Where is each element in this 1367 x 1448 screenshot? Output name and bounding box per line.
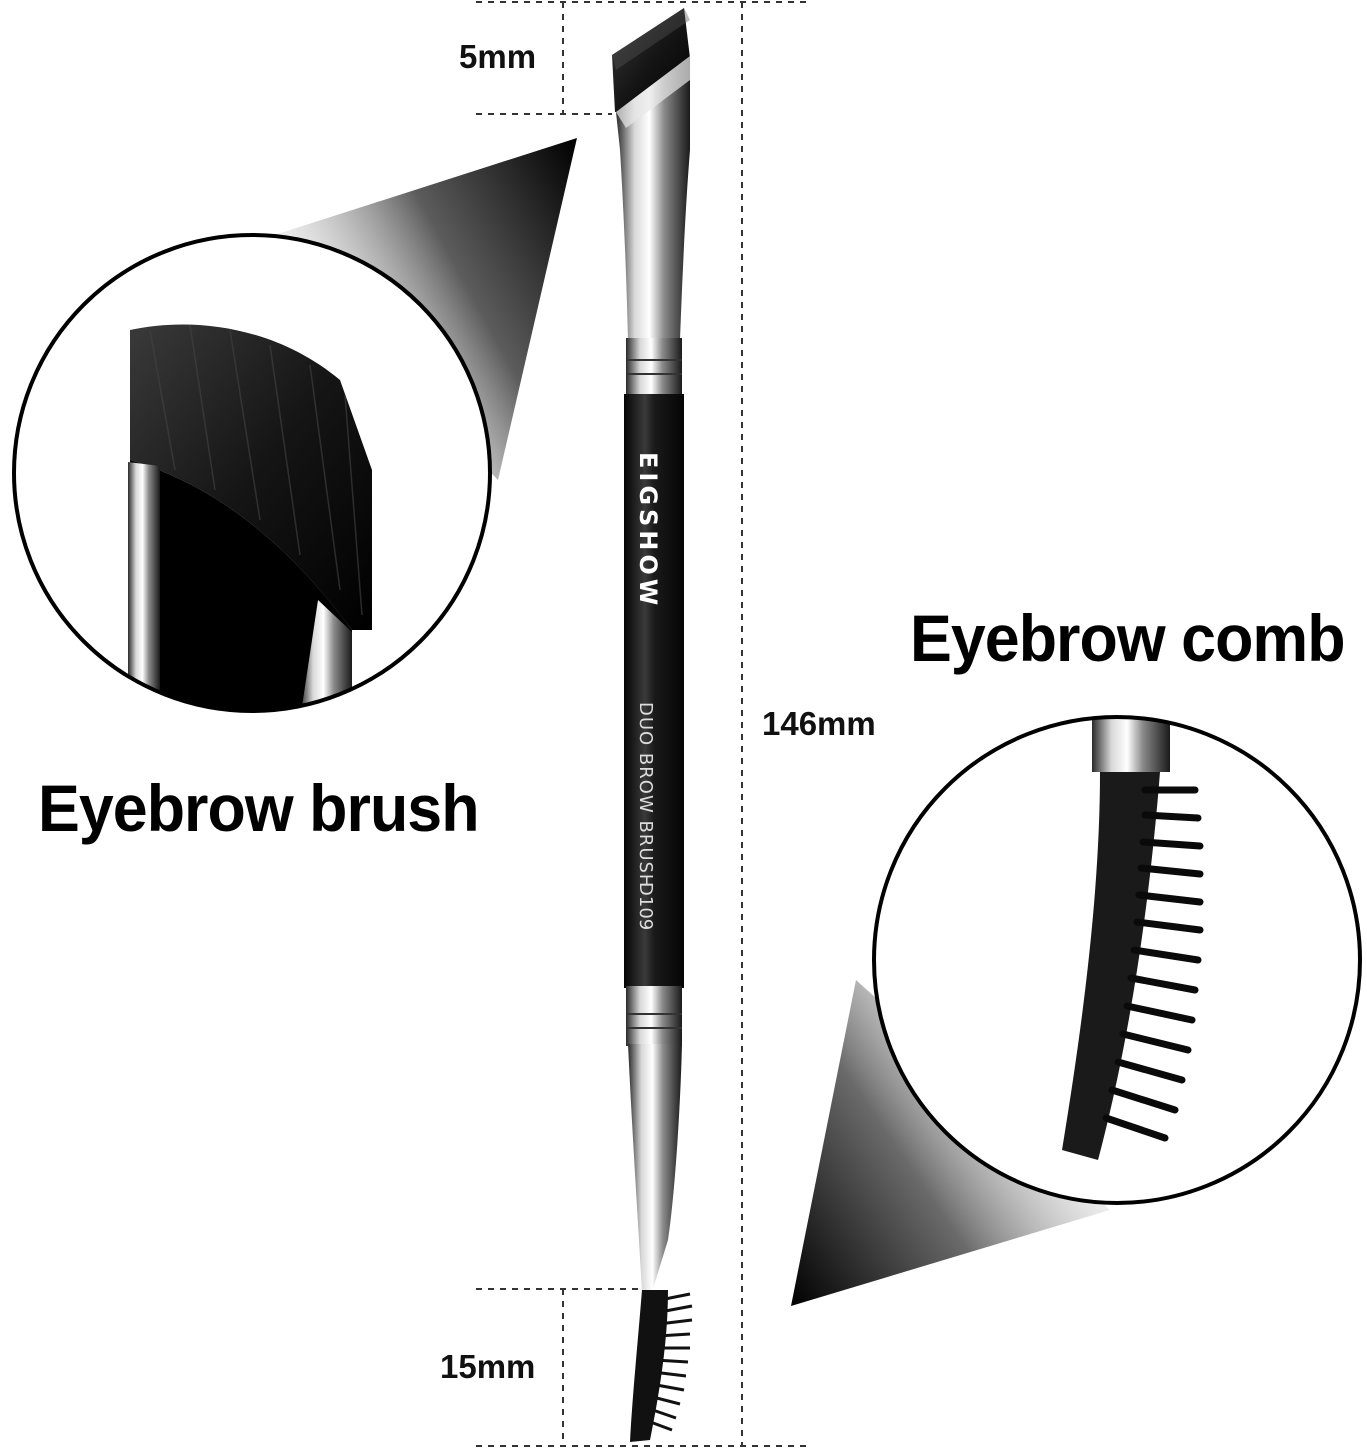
- total-length-label: 146mm: [762, 705, 876, 742]
- eyebrow-brush-label: Eyebrow brush: [38, 771, 480, 845]
- eyebrow-comb-label: Eyebrow comb: [910, 601, 1346, 675]
- ferrule-lower: [628, 1044, 682, 1292]
- tip-length-label: 5mm: [459, 38, 537, 75]
- ferrule-upper: [616, 56, 690, 340]
- handle-model: D109: [635, 882, 656, 930]
- handle-brand: EIGSHOW: [634, 452, 662, 609]
- brush-zoom-circle: [12, 233, 492, 713]
- handle-product: DUO BROW BRUSH: [635, 702, 656, 888]
- zoom-beam-right: [791, 980, 1110, 1306]
- crimp-upper: [626, 338, 682, 396]
- comb-zoom-circle: [872, 715, 1362, 1205]
- dimension-lines: [476, 1, 810, 1447]
- spoolie-comb: [630, 1290, 693, 1442]
- handle-body: [624, 394, 684, 988]
- handle-print: EIGSHOW DUO BROW BRUSH D109: [634, 452, 662, 930]
- crimp-lower: [626, 986, 682, 1046]
- comb-length-label: 15mm: [440, 1348, 536, 1385]
